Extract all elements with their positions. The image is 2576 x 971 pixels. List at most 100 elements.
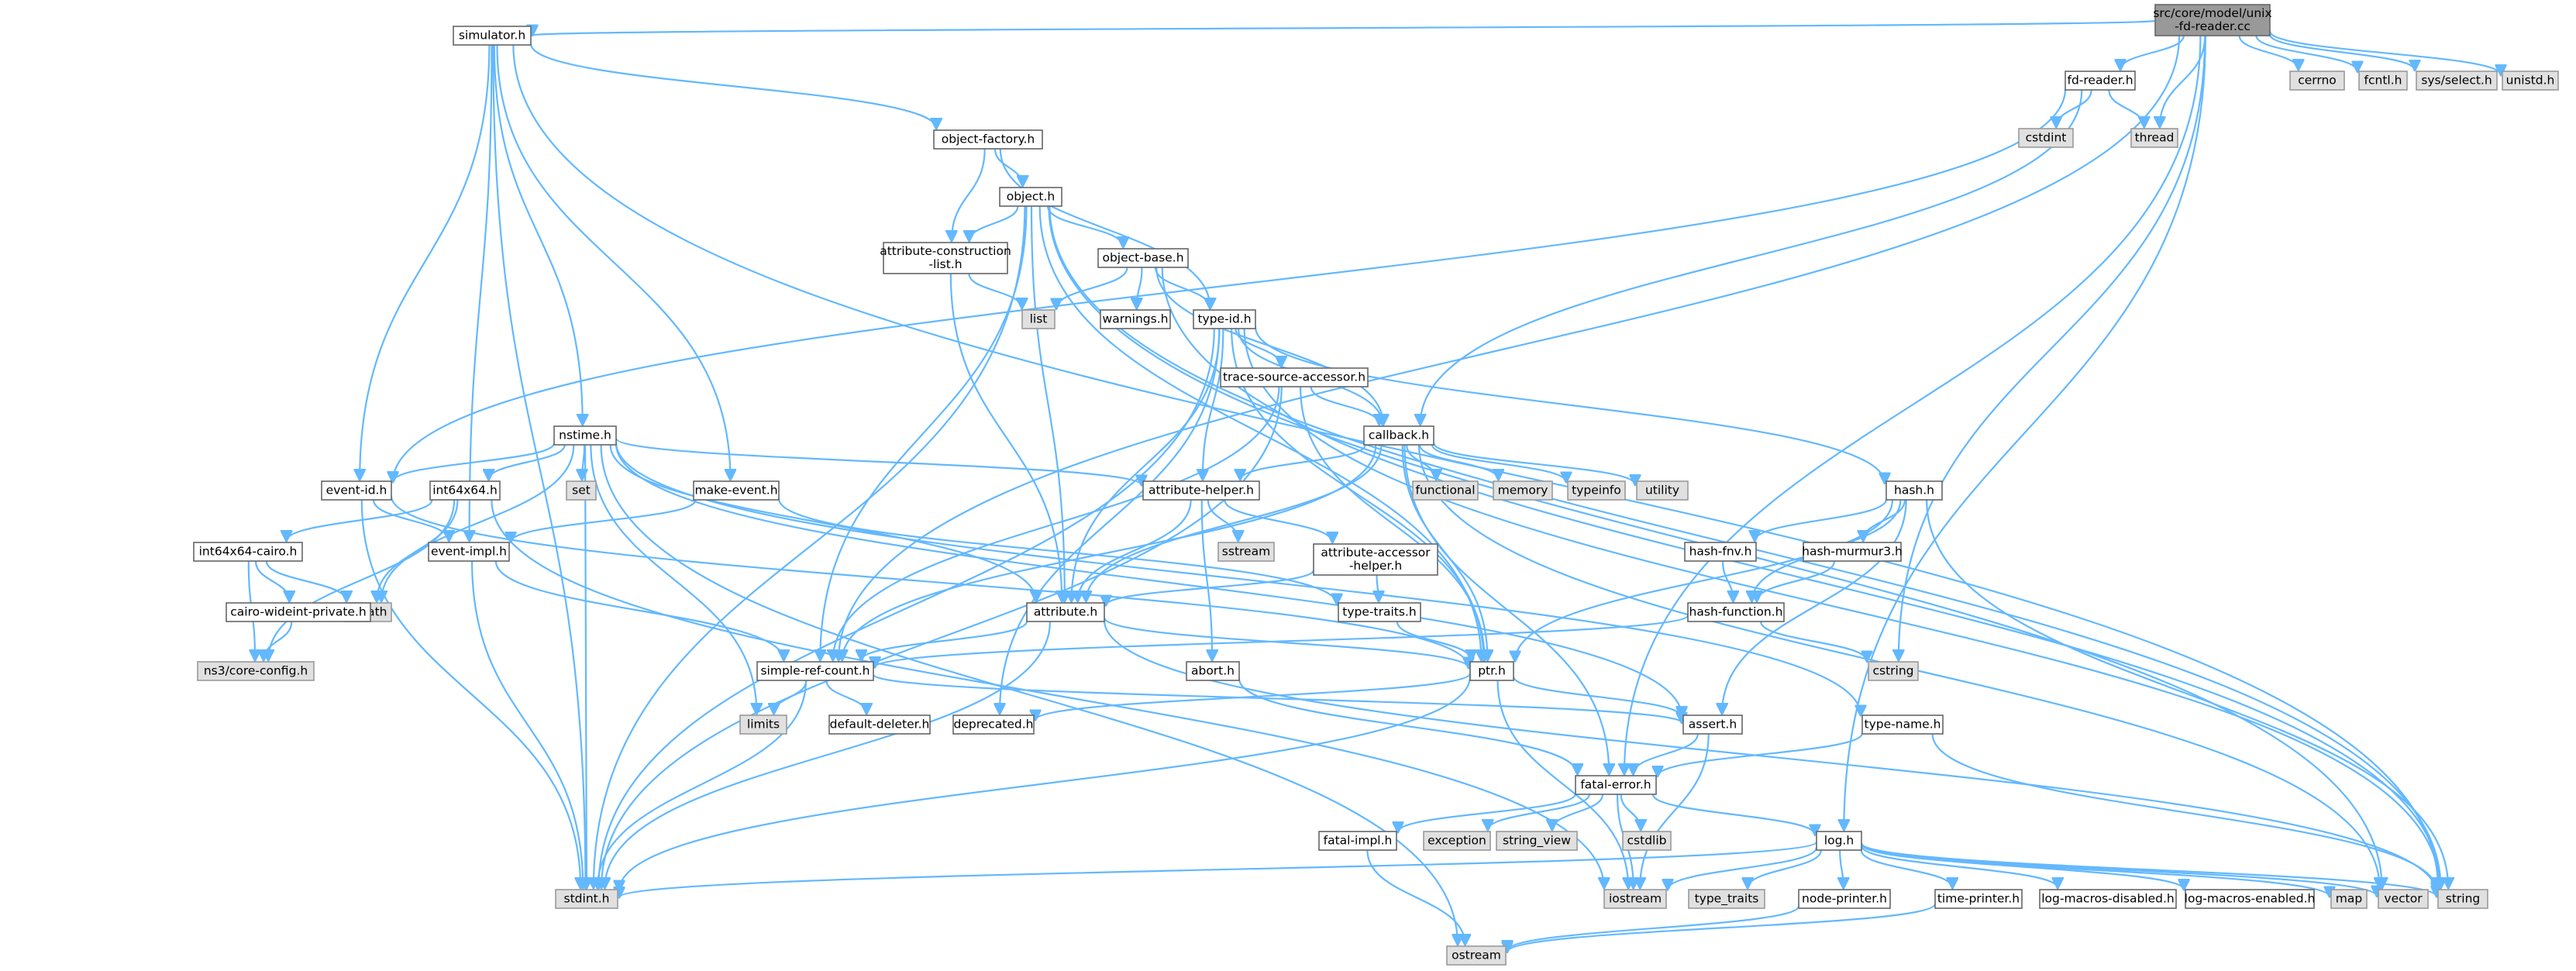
node-ns3config[interactable]: ns3/core-config.h [197,661,315,681]
node-warnings[interactable]: warnings.h [1100,309,1171,329]
node-fatalimpl[interactable]: fatal-impl.h [1318,831,1397,851]
edge-root-to-unistd [2268,30,2501,75]
node-label-ostream-0: ostream [1452,949,1501,962]
node-abort[interactable]: abort.h [1186,661,1240,681]
node-fatalerror[interactable]: fatal-error.h [1575,775,1657,795]
node-cairowide[interactable]: cairo-wideint-private.h [226,602,371,622]
node-makeevent[interactable]: make-event.h [693,480,780,501]
node-timeprinter[interactable]: time-printer.h [1934,889,2023,909]
edge-int64x64-to-iostream [491,499,1604,888]
edge-typename-to-string [1931,733,2437,890]
node-callback[interactable]: callback.h [1363,425,1434,446]
node-int64cairo[interactable]: int64x64-cairo.h [193,542,303,562]
node-deprecated[interactable]: deprecated.h [952,714,1035,735]
node-label-hashmurmur-0: hash-murmur3.h [1802,545,1903,559]
node-typename[interactable]: type-name.h [1861,714,1944,735]
node-set[interactable]: set [566,480,597,501]
node-iostream[interactable]: iostream [1603,889,1667,909]
node-hashfnv[interactable]: hash-fnv.h [1684,542,1757,562]
node-simulator[interactable]: simulator.h [453,26,532,46]
node-root[interactable]: src/core/model/unix-fd-reader.cc [2153,4,2272,36]
node-label-eventimpl-0: event-impl.h [431,545,507,559]
node-tracesrc[interactable]: trace-source-accessor.h [1220,367,1369,387]
node-label-objectfactory-0: object-factory.h [942,133,1035,146]
node-label-nodeprinter-0: node-printer.h [1802,892,1887,906]
node-log[interactable]: log.h [1816,831,1862,851]
node-object[interactable]: object.h [999,187,1062,207]
node-hashmurmur[interactable]: hash-murmur3.h [1802,542,1903,562]
edge-callback-to-memory [1418,444,1498,480]
node-ptr[interactable]: ptr.h [1469,661,1514,681]
node-cerrno[interactable]: cerrno [2289,71,2345,91]
node-list[interactable]: list [1021,309,1056,329]
node-unistd[interactable]: unistd.h [2502,71,2559,91]
node-eventid[interactable]: event-id.h [321,480,392,501]
node-simplerefcount[interactable]: simple-ref-count.h [756,661,874,681]
node-label-typetraits-0: type_traits [1695,892,1759,907]
edge-typeid-to-deprecated [1000,328,1221,714]
node-int64x64[interactable]: int64x64.h [429,480,501,501]
node-cstring[interactable]: cstring [1868,661,1919,681]
node-eventimpl[interactable]: event-impl.h [428,542,510,562]
node-typeid[interactable]: type-id.h [1193,309,1256,329]
node-box-cerrno [2289,71,2345,91]
node-hash[interactable]: hash.h [1886,480,1943,501]
node-typetraitsh[interactable]: type-traits.h [1338,602,1421,622]
node-fcntl[interactable]: fcntl.h [2358,71,2408,91]
node-logdisabled[interactable]: log-macros-disabled.h [2039,889,2177,909]
node-sysselect[interactable]: sys/select.h [2416,71,2498,91]
node-objectfactory[interactable]: object-factory.h [933,129,1043,150]
node-typeinfo[interactable]: typeinfo [1567,480,1626,501]
node-box-fatalerror [1575,775,1657,795]
node-typetraits[interactable]: type_traits [1688,889,1765,909]
node-box-utility [1636,480,1689,501]
node-box-int64cairo [193,542,303,562]
node-stringview[interactable]: string_view [1496,831,1578,851]
edge-ptr-to-deprecated [1035,673,1472,720]
node-label-attribute-0: attribute.h [1034,605,1097,619]
node-box-abort [1186,661,1240,681]
node-label-vector-0: vector [2384,892,2423,906]
node-functional[interactable]: functional [1412,480,1479,501]
node-utility[interactable]: utility [1636,480,1689,501]
edge-simulator-to-eventimpl [470,44,493,541]
node-label-exception-0: exception [1427,834,1486,848]
edges-layer [247,19,2501,952]
edge-fdreader-to-callback [1421,89,2083,425]
node-exception[interactable]: exception [1423,831,1491,851]
edge-makeevent-to-typetraitsh [777,498,1337,604]
node-box-sysselect [2416,71,2498,91]
node-ostream[interactable]: ostream [1446,945,1507,966]
node-logenabled[interactable]: log-macros-enabled.h [2185,889,2316,909]
node-stdint[interactable]: stdint.h [555,889,618,909]
node-box-fatalimpl [1318,831,1397,851]
node-defaultdeleter[interactable]: default-deleter.h [828,714,931,735]
node-string[interactable]: string [2437,889,2488,909]
node-attrconst[interactable]: attribute-construction-list.h [880,242,1011,274]
node-thread[interactable]: thread [2130,128,2178,148]
node-box-cstdint [2018,128,2074,148]
node-attribute[interactable]: attribute.h [1026,602,1105,622]
edge-simulator-to-nstime [493,44,583,425]
node-fdreader[interactable]: fd-reader.h [2065,71,2136,91]
node-attraccess[interactable]: attribute-accessor-helper.h [1313,543,1438,576]
node-sstream[interactable]: sstream [1217,542,1275,562]
node-label-cstdint-0: cstdint [2026,131,2067,145]
node-objectbase[interactable]: object-base.h [1097,248,1189,268]
node-cstdint[interactable]: cstdint [2018,128,2074,148]
node-map[interactable]: map [2330,889,2368,909]
edge-hashfunc-to-cstring [1759,621,1867,661]
node-memory[interactable]: memory [1493,480,1553,501]
node-nodeprinter[interactable]: node-printer.h [1798,889,1891,909]
edge-root-to-cstring [1899,35,2206,660]
node-assert[interactable]: assert.h [1682,714,1743,735]
node-attrhelper[interactable]: attribute-helper.h [1142,480,1260,501]
edge-eventid-to-ptr [390,496,1469,667]
edge-fatalerror-to-log [1651,794,1815,835]
node-limits[interactable]: limits [739,714,787,735]
node-cstdlib[interactable]: cstdlib [1622,831,1672,851]
node-vector[interactable]: vector [2378,889,2429,909]
edge-root-to-cerrno [2238,35,2299,70]
node-nstime[interactable]: nstime.h [553,425,617,446]
node-hashfunc[interactable]: hash-function.h [1687,602,1785,622]
